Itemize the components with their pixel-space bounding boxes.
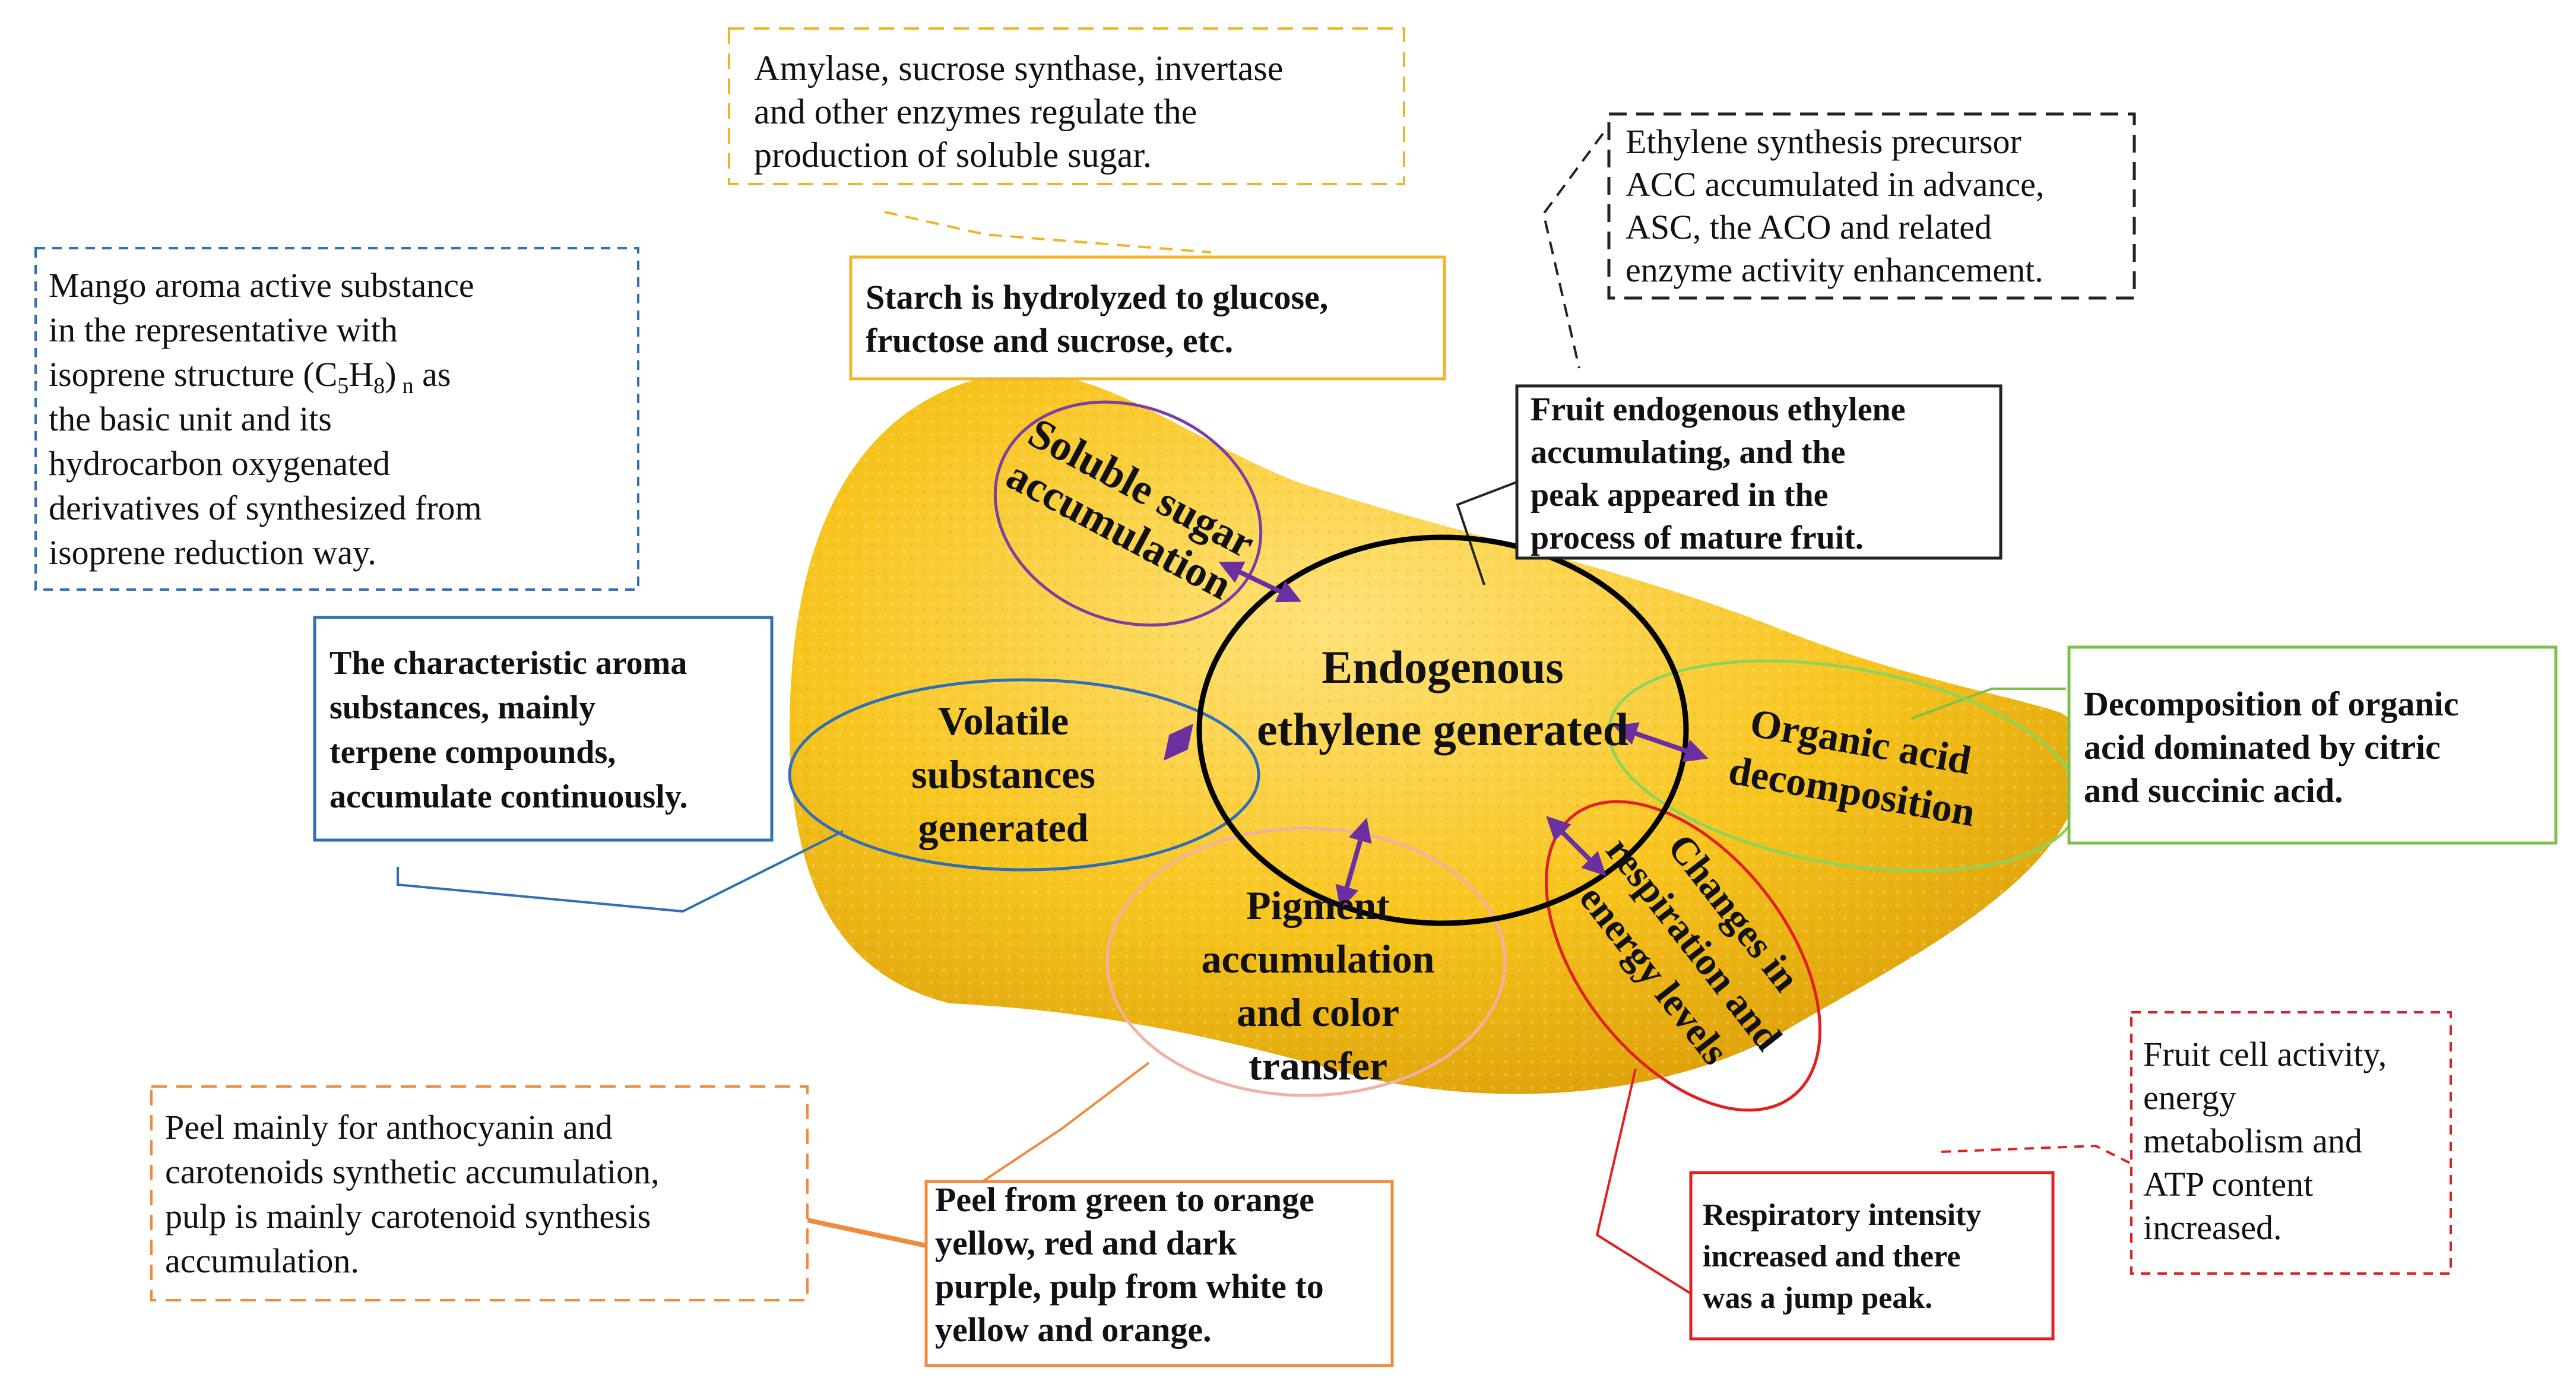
amylase-line-2: and other enzymes regulate the xyxy=(754,92,1197,131)
peel-color-line-3: purple, pulp from white to xyxy=(935,1267,1324,1306)
volatile-label: Volatile substances generated xyxy=(911,698,1095,850)
center-line-2: ethylene generated xyxy=(1257,704,1628,755)
mango-aroma-line-6: derivatives of synthesized from xyxy=(49,489,482,527)
peel-anthocyanin-line-3: pulp is mainly carotenoid synthesis xyxy=(165,1197,651,1236)
arrow-volatile xyxy=(1164,723,1193,761)
connector-amylase xyxy=(884,211,1212,254)
arrow-respiration xyxy=(1546,816,1607,876)
box-fruit-endogenous: Fruit endogenous ethylene accumulating, … xyxy=(1515,384,2003,560)
connector-organic-acid xyxy=(1911,688,2066,720)
mango-aroma-line-3: isoprene structure (C5H8)n as xyxy=(49,355,451,398)
mango-aroma-line-7: isoprene reduction way. xyxy=(49,533,376,572)
peel-anthocyanin-line-1: Peel mainly for anthocyanin and xyxy=(165,1108,613,1146)
peel-anthocyanin-line-4: accumulation. xyxy=(165,1241,359,1280)
center-label: Endogenous ethylene generated xyxy=(1257,641,1628,755)
fruit-endogenous-line-2: accumulating, and the xyxy=(1531,434,1846,471)
arrow-sugar xyxy=(1218,561,1302,603)
peel-color-line-1: Peel from green to orange xyxy=(935,1180,1314,1219)
peel-color-line-4: yellow and orange. xyxy=(935,1310,1212,1349)
fruit-cell-line-1: Fruit cell activity, xyxy=(2143,1035,2387,1073)
respiration-ellipse xyxy=(1544,800,1822,1112)
pigment-ellipse xyxy=(1105,826,1507,1097)
fruit-endogenous-line-4: process of mature fruit. xyxy=(1531,520,1864,556)
box-fruit-cell: Fruit cell activity, energy metabolism a… xyxy=(2130,1011,2452,1275)
box-peel-color: Peel from green to orange yellow, red an… xyxy=(924,1180,1394,1367)
aroma-line-1: The characteristic aroma xyxy=(329,645,687,682)
connector-peel-anthocyanin xyxy=(807,1218,927,1248)
mango-aroma-line-1: Mango aroma active substance xyxy=(49,266,474,305)
aroma-line-2: substances, mainly xyxy=(329,689,595,726)
peel-anthocyanin-line-2: carotenoids synthetic accumulation, xyxy=(165,1152,660,1191)
mango-aroma-line-2: in the representative with xyxy=(49,311,398,349)
connector-fruit-cell xyxy=(1941,1144,2132,1165)
respiratory-line-2: increased and there xyxy=(1703,1240,1960,1274)
fruit-cell-line-4: ATP content xyxy=(2143,1165,2313,1203)
acc-line-1: Ethylene synthesis precursor xyxy=(1626,122,2021,161)
volatile-line-2: substances xyxy=(911,752,1095,797)
box-peel-anthocyanin: Peel mainly for anthocyanin and caroteno… xyxy=(150,1085,809,1301)
amylase-line-3: production of soluble sugar. xyxy=(754,135,1152,175)
pigment-line-1: Pigment xyxy=(1246,883,1390,928)
connector-lines xyxy=(397,132,2132,1296)
box-starch: Starch is hydrolyzed to glucose, fructos… xyxy=(849,255,1446,381)
node-ellipses xyxy=(788,400,2080,1112)
pigment-label: Pigment accumulation and color transfer xyxy=(1202,883,1435,1088)
connector-fruit-endogenous xyxy=(1456,480,1520,585)
box-mango-aroma: Mango aroma active substance in the repr… xyxy=(34,247,639,591)
mango-aroma-line-4: the basic unit and its xyxy=(49,400,332,438)
box-organic-acid: Decomposition of organic acid dominated … xyxy=(2067,645,2558,845)
center-line-1: Endogenous xyxy=(1322,641,1564,693)
respiratory-line-3: was a jump peak. xyxy=(1703,1281,1932,1315)
pigment-line-2: accumulation xyxy=(1202,936,1435,981)
fruit-endogenous-line-1: Fruit endogenous ethylene xyxy=(1531,391,1906,428)
organic-acid-box-line-3: and succinic acid. xyxy=(2084,771,2343,810)
volatile-line-3: generated xyxy=(918,805,1088,850)
box-respiratory: Respiratory intensity increased and ther… xyxy=(1689,1171,2055,1341)
arrows xyxy=(1164,561,1709,910)
arrow-pigment xyxy=(1335,818,1372,910)
starch-line-1: Starch is hydrolyzed to glucose, xyxy=(866,278,1328,316)
fruit-cell-line-2: energy xyxy=(2143,1078,2236,1117)
mango-fruit-image xyxy=(790,372,2085,1094)
box-amylase: Amylase, sucrose synthase, invertase and… xyxy=(728,27,1405,185)
fruit-cell-line-3: metabolism and xyxy=(2143,1122,2362,1160)
respiratory-line-1: Respiratory intensity xyxy=(1703,1198,1981,1232)
connector-respiratory xyxy=(1595,1068,1693,1296)
aroma-line-4: accumulate continuously. xyxy=(329,778,688,815)
acc-line-2: ACC accumulated in advance, xyxy=(1626,165,2044,204)
arrow-organic-acid xyxy=(1613,722,1709,762)
acc-line-4: enzyme activity enhancement. xyxy=(1626,251,2043,289)
aroma-line-3: terpene compounds, xyxy=(329,734,616,771)
volatile-ellipse xyxy=(788,678,1260,872)
volatile-line-1: Volatile xyxy=(938,698,1069,743)
fruit-endogenous-line-3: peak appeared in the xyxy=(1531,477,1828,514)
fruit-cell-line-5: increased. xyxy=(2143,1208,2282,1247)
connector-aroma xyxy=(397,830,844,913)
organic-acid-box-line-2: acid dominated by citric xyxy=(2084,728,2441,766)
acc-line-3: ASC, the ACO and related xyxy=(1626,208,1992,246)
peel-color-line-2: yellow, red and dark xyxy=(935,1224,1237,1262)
starch-line-2: fructose and sucrose, etc. xyxy=(866,321,1233,360)
pigment-line-3: and color xyxy=(1237,990,1399,1035)
organic-acid-box-line-1: Decomposition of organic xyxy=(2084,685,2459,723)
connector-acc xyxy=(1542,132,1604,369)
box-acc: Ethylene synthesis precursor ACC accumul… xyxy=(1607,112,2136,300)
pigment-line-4: transfer xyxy=(1249,1043,1387,1088)
mango-aroma-line-5: hydrocarbon oxygenated xyxy=(49,444,390,483)
amylase-line-1: Amylase, sucrose synthase, invertase xyxy=(754,49,1283,88)
box-aroma: The characteristic aroma substances, mai… xyxy=(313,616,774,842)
